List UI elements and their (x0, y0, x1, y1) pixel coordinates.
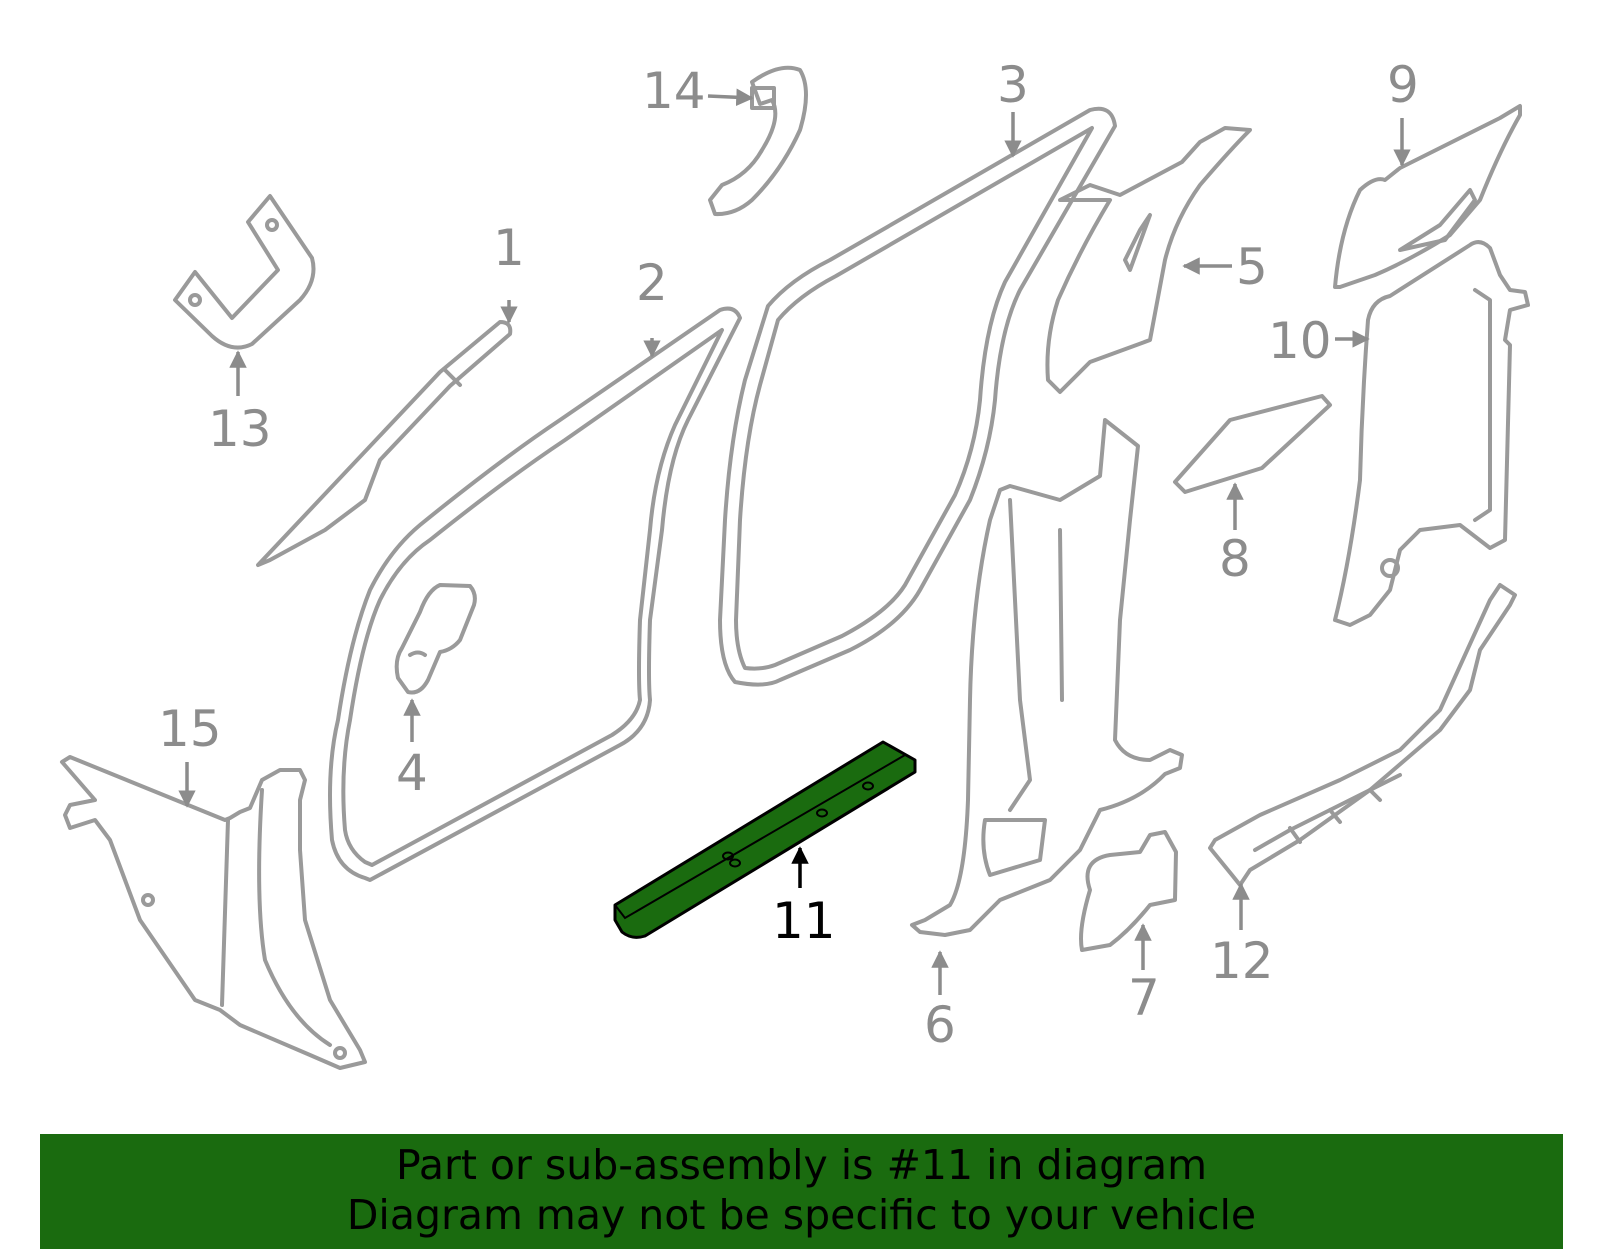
callout-7: 7 (1128, 969, 1160, 1027)
callout-13: 13 (208, 400, 272, 458)
part-14-assist-handle (708, 65, 808, 217)
callout-9: 9 (1387, 56, 1419, 114)
callout-11: 11 (772, 892, 836, 950)
part-5-upper-pillar-trim (1045, 126, 1252, 394)
callout-12: 12 (1210, 932, 1274, 990)
callout-10: 10 (1268, 312, 1332, 370)
part-1-pillar-trim (256, 320, 513, 567)
part-4-bracket (394, 583, 477, 695)
part-11-sill-plate (613, 740, 917, 939)
callout-6: 6 (924, 996, 956, 1054)
callout-3: 3 (997, 56, 1029, 114)
callout-labels: 1 2 3 4 5 6 7 8 9 10 11 12 13 14 15 (158, 56, 1419, 1054)
banner-line-2: Diagram may not be specific to your vehi… (346, 1191, 1257, 1239)
part-9-quarter-upper-trim (1333, 104, 1522, 289)
banner-line-1: Part or sub-assembly is #11 in diagram (395, 1141, 1208, 1189)
callout-15: 15 (158, 700, 222, 758)
info-banner: Part or sub-assembly is #11 in diagram D… (40, 1134, 1563, 1249)
callout-14: 14 (642, 62, 706, 120)
callout-5: 5 (1236, 238, 1268, 296)
part-2-front-weatherstrip (328, 306, 742, 882)
part-8-pad (1173, 394, 1332, 494)
callout-arrows (178, 88, 1411, 995)
callout-2: 2 (636, 254, 668, 312)
part-3-rear-weatherstrip (718, 106, 1117, 687)
callout-8: 8 (1219, 530, 1251, 588)
part-10-quarter-trim-panel (1333, 240, 1530, 627)
part-13-grab-handle (173, 194, 316, 350)
part-15-kick-panel (60, 755, 367, 1070)
part-6-lower-pillar-trim (910, 418, 1184, 937)
callout-1: 1 (493, 219, 525, 277)
part-12-sill-trim (1208, 583, 1517, 887)
part-7-trim-piece (1079, 830, 1178, 952)
callout-4: 4 (396, 744, 428, 802)
